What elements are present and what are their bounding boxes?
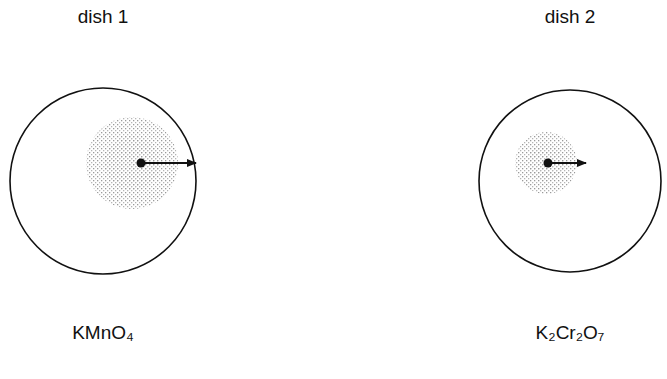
dish-outline xyxy=(5,4,201,374)
chemical-formula: K₂Cr₂O₇ xyxy=(474,322,666,344)
dish-outline xyxy=(474,4,666,374)
dish-label: dish 1 xyxy=(5,6,201,28)
dish-label: dish 2 xyxy=(474,6,666,28)
chemical-formula: KMnO₄ xyxy=(5,322,201,344)
petri-dish: dish 2 K₂Cr₂O₇ xyxy=(474,4,666,374)
petri-dish: dish 1 KMnO₄ xyxy=(5,4,201,374)
